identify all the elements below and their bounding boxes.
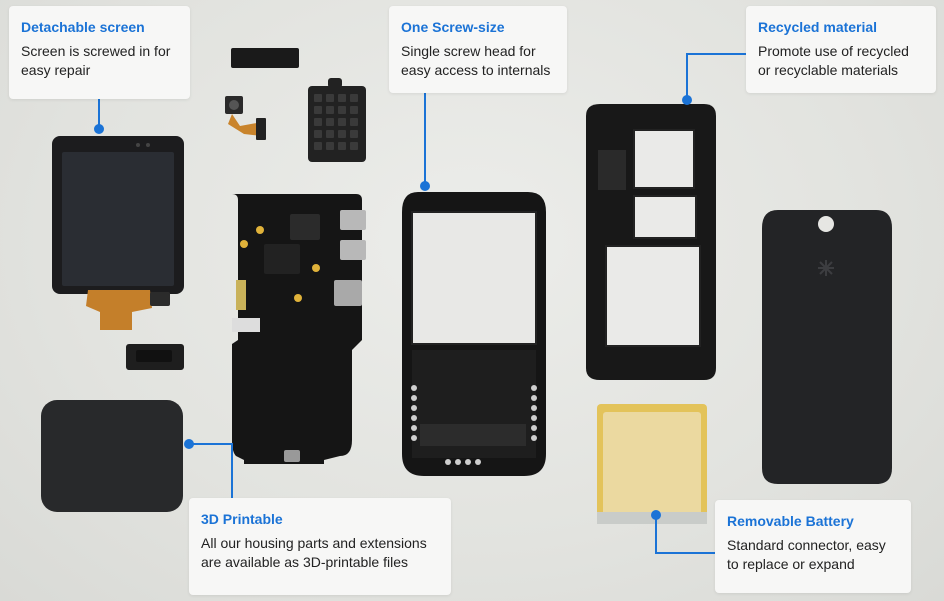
connector-dot-recycled	[682, 95, 692, 105]
callout-title: Recycled material	[758, 19, 878, 35]
middle-frame	[402, 192, 546, 476]
callout-text: Promote use of recycled or recyclable ma…	[758, 43, 909, 78]
callout-title: Removable Battery	[727, 513, 854, 529]
callout-text: Single screw head for easy access to int…	[401, 43, 551, 78]
connector-line-printable-h	[189, 443, 233, 445]
callout-detachable-screen: Detachable screen Screen is screwed in f…	[9, 6, 190, 99]
connector-dot-screen	[94, 124, 104, 134]
heatsink	[308, 78, 366, 162]
connector-line-battery-v	[655, 515, 657, 553]
connector-line-recycled-h	[686, 53, 746, 55]
antenna-strip	[231, 48, 299, 68]
connector-line-screw	[424, 93, 426, 186]
callout-title: 3D Printable	[201, 511, 283, 527]
connector-line-battery-h	[655, 552, 715, 554]
connector-line-screen	[98, 98, 100, 129]
callout-removable-battery: Removable Battery Standard connector, ea…	[715, 500, 911, 593]
callout-title: One Screw-size	[401, 19, 505, 35]
callout-text: Screen is screwed in for easy repair	[21, 43, 171, 78]
callout-3d-printable: 3D Printable All our housing parts and e…	[189, 498, 451, 595]
back-frame	[586, 104, 716, 380]
callout-text: Standard connector, easy to replace or e…	[727, 537, 886, 572]
connector-dot-printable	[184, 439, 194, 449]
callout-title: Detachable screen	[21, 19, 145, 35]
display-screen	[52, 136, 184, 330]
camera-module	[225, 96, 266, 140]
connector-dot-battery	[651, 510, 661, 520]
back-pad	[41, 400, 183, 512]
battery	[597, 404, 707, 524]
connector-line-recycled-v	[686, 53, 688, 100]
callout-one-screw-size: One Screw-size Single screw head for eas…	[389, 6, 567, 93]
connector-line-printable-v	[231, 443, 233, 498]
connector-dot-screw	[420, 181, 430, 191]
callout-recycled-material: Recycled material Promote use of recycle…	[746, 6, 936, 93]
callout-text: All our housing parts and extensions are…	[201, 535, 427, 570]
back-cover	[762, 210, 892, 484]
main-pcb	[232, 194, 366, 464]
